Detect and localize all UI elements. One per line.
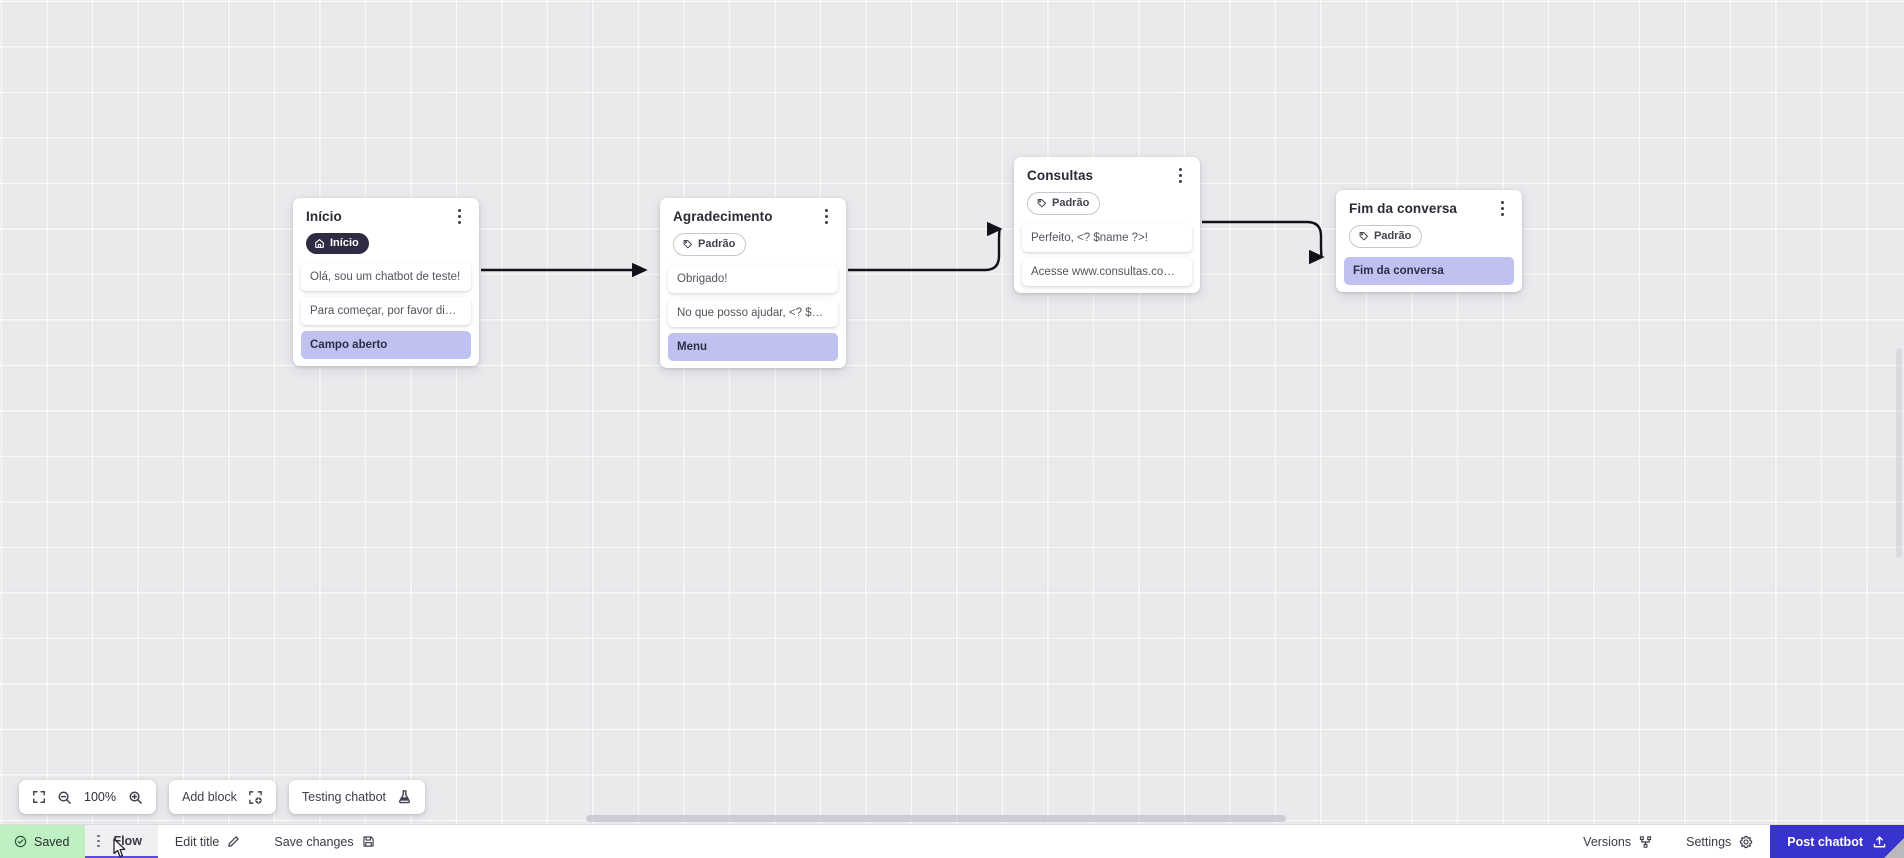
home-icon xyxy=(315,239,324,248)
node-badge-row: Padrão xyxy=(1014,185,1200,224)
zoom-controls: 100% xyxy=(19,780,156,814)
node-badge-label: Padrão xyxy=(1374,230,1412,242)
node-messages: Fim da conversa xyxy=(1336,257,1522,285)
fit-screen-icon[interactable] xyxy=(32,790,46,804)
testing-chatbot-label: Testing chatbot xyxy=(301,790,386,804)
node-header: Agradecimento xyxy=(660,198,846,226)
tag-icon xyxy=(1037,199,1046,208)
tab-flow-label: Flow xyxy=(113,833,142,848)
tag-icon xyxy=(1359,232,1368,241)
node-badge-row: Padrão xyxy=(1336,218,1522,257)
check-circle-icon xyxy=(14,835,27,848)
edit-title-label: Edit title xyxy=(174,834,220,849)
edge-agradecimento-consultas xyxy=(848,221,1003,272)
flow-node-agradecimento[interactable]: Agradecimento Padrão Obrigado! No que po… xyxy=(660,198,846,368)
node-message[interactable]: Para começar, por favor digite o ... xyxy=(301,297,471,325)
node-message[interactable]: Perfeito, <? $name ?>! xyxy=(1022,224,1192,252)
zoom-in-icon[interactable] xyxy=(128,790,143,805)
node-menu-button[interactable] xyxy=(1495,200,1511,218)
node-badge-label: Padrão xyxy=(698,238,736,250)
node-badge-label: Início xyxy=(330,237,359,249)
canvas-toolbar: 100% Add block Testing chatbot xyxy=(19,780,425,814)
node-message[interactable]: Obrigado! xyxy=(668,265,838,293)
versions-button[interactable]: Versions xyxy=(1566,825,1669,858)
node-badge-start[interactable]: Início xyxy=(306,233,369,254)
floppy-disk-icon xyxy=(363,836,374,847)
node-message-accent[interactable]: Campo aberto xyxy=(301,331,471,359)
node-title: Início xyxy=(306,209,342,224)
canvas-horizontal-scrollbar[interactable] xyxy=(586,815,1286,822)
node-title: Consultas xyxy=(1027,168,1094,183)
save-changes-button[interactable]: Save changes xyxy=(257,825,391,858)
node-menu-button[interactable] xyxy=(1173,167,1189,185)
node-title: Agradecimento xyxy=(673,209,773,224)
window-resize-grip[interactable] xyxy=(1884,838,1904,858)
save-changes-label: Save changes xyxy=(274,834,354,849)
node-title: Fim da conversa xyxy=(1349,201,1458,216)
flow-node-fim-da-conversa[interactable]: Fim da conversa Padrão Fim da conversa xyxy=(1336,190,1522,292)
add-block-icon xyxy=(248,790,263,805)
node-messages: Perfeito, <? $name ?>! Acesse www.consul… xyxy=(1014,224,1200,286)
settings-button[interactable]: Settings xyxy=(1669,825,1770,858)
flow-node-consultas[interactable]: Consultas Padrão Perfeito, <? $name ?>! … xyxy=(1014,157,1200,293)
zoom-out-icon[interactable] xyxy=(57,790,72,805)
flow-node-inicio[interactable]: Início Início Olá, sou um chatbot de tes… xyxy=(293,198,479,366)
edge-consultas-fim xyxy=(1202,220,1325,265)
node-badge-default[interactable]: Padrão xyxy=(1027,192,1101,215)
node-messages: Olá, sou um chatbot de teste! Para começ… xyxy=(293,263,479,359)
node-message[interactable]: Acesse www.consultas.com par... xyxy=(1022,258,1192,286)
canvas-vertical-scrollbar[interactable] xyxy=(1896,348,1902,558)
bottom-bar-right: Versions Settings Post chatbot xyxy=(1566,825,1904,858)
flask-icon xyxy=(397,789,412,805)
node-messages: Obrigado! No que posso ajudar, <? $name … xyxy=(660,265,846,361)
flow-canvas[interactable]: Início Início Olá, sou um chatbot de tes… xyxy=(0,0,1904,824)
node-header: Fim da conversa xyxy=(1336,190,1522,218)
testing-chatbot-button[interactable]: Testing chatbot xyxy=(288,780,425,814)
gear-icon xyxy=(1740,835,1753,848)
tag-icon xyxy=(683,240,692,249)
drag-dots-icon[interactable] xyxy=(94,833,104,849)
node-badge-default[interactable]: Padrão xyxy=(1349,225,1423,248)
saved-label: Saved xyxy=(34,834,70,849)
node-badge-label: Padrão xyxy=(1052,197,1090,209)
node-header: Início xyxy=(293,198,479,226)
settings-label: Settings xyxy=(1686,834,1732,849)
post-chatbot-button[interactable]: Post chatbot xyxy=(1770,825,1904,858)
node-badge-row: Padrão xyxy=(660,226,846,265)
node-header: Consultas xyxy=(1014,157,1200,185)
zoom-level-label: 100% xyxy=(84,790,116,804)
node-badge-row: Início xyxy=(293,226,479,263)
pencil-icon xyxy=(228,836,240,847)
add-block-button[interactable]: Add block xyxy=(169,780,276,814)
node-menu-button[interactable] xyxy=(819,208,835,226)
add-block-label: Add block xyxy=(182,790,237,804)
post-chatbot-label: Post chatbot xyxy=(1787,834,1863,849)
node-message-accent[interactable]: Fim da conversa xyxy=(1344,257,1514,285)
node-message[interactable]: No que posso ajudar, <? $name ... xyxy=(668,299,838,327)
branch-icon xyxy=(1640,835,1652,848)
saved-status-badge: Saved xyxy=(0,825,86,858)
edit-title-button[interactable]: Edit title xyxy=(158,825,257,858)
node-message[interactable]: Olá, sou um chatbot de teste! xyxy=(301,263,471,291)
bottom-bar-left: Saved Flow Edit title Save changes xyxy=(0,825,392,858)
flow-connectors xyxy=(481,220,1325,278)
tab-flow[interactable]: Flow xyxy=(85,825,158,858)
node-menu-button[interactable] xyxy=(452,208,468,226)
node-message-accent[interactable]: Menu xyxy=(668,333,838,361)
versions-label: Versions xyxy=(1583,834,1632,849)
bottom-bar: Saved Flow Edit title Save changes xyxy=(0,824,1904,858)
node-badge-default[interactable]: Padrão xyxy=(673,233,747,256)
